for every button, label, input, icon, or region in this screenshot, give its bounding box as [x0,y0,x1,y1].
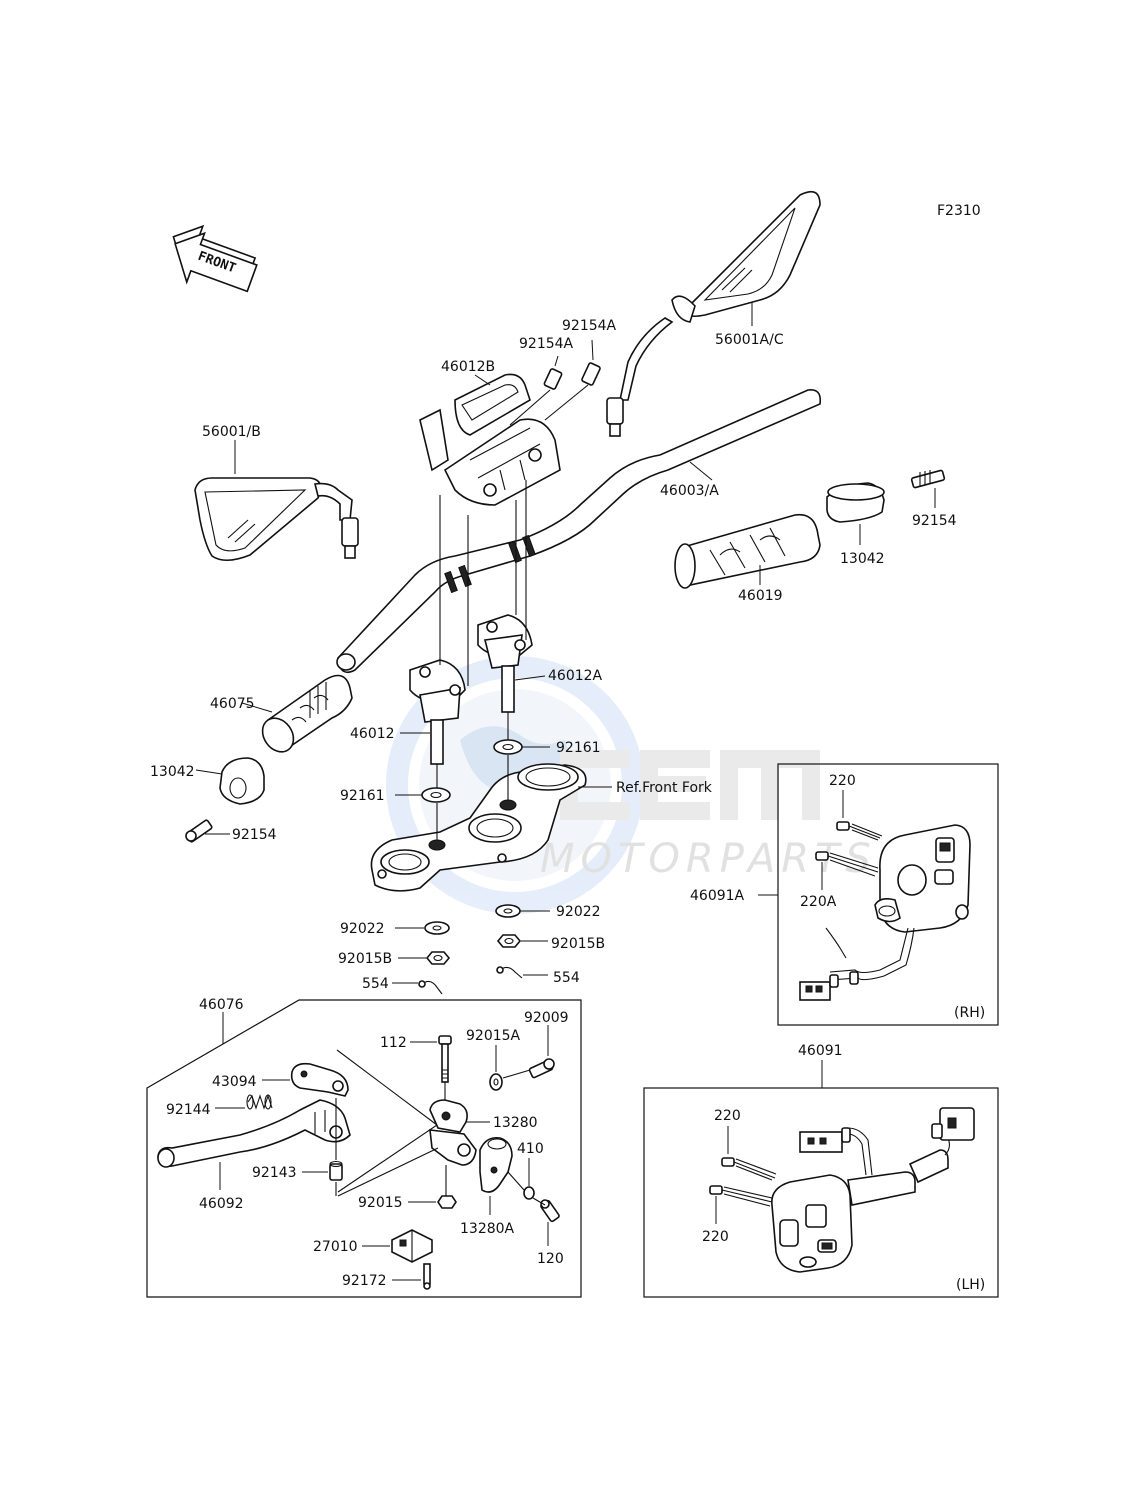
screw-92009 [528,1058,555,1079]
switch-lh-tag: (LH) [956,1277,985,1293]
label-nut-92015: 92015 [358,1195,403,1211]
washer-92022-right [495,904,521,918]
switch-27010 [391,1229,433,1263]
bolt-120 [540,1199,560,1223]
label-lever-46092: 46092 [199,1196,244,1212]
grip-left [261,674,353,753]
label-collar-92143: 92143 [252,1165,297,1181]
label-bolt-112: 112 [380,1035,407,1051]
bolt-left-end [185,819,213,843]
label-screw-92009: 92009 [524,1010,569,1026]
label-washer-b-right: 92022 [556,904,601,920]
washer-92161-left [421,787,451,803]
switch-rh-tag: (RH) [954,1005,985,1021]
label-bolt-a1: 92154A [519,336,574,352]
holder-upper [419,373,561,506]
label-bracket-43094: 43094 [212,1074,257,1090]
upper-triple-clamp [370,763,587,892]
screw-220-rh [836,821,883,841]
label-grip-left: 46075 [210,696,255,712]
label-washer-right: 92161 [556,740,601,756]
holder-lower-right [477,614,533,713]
label-nut-left: 92015B [338,951,392,967]
label-washer-left: 92161 [340,788,385,804]
collar-92143 [329,1160,343,1181]
figure-code: F2310 [937,203,981,219]
bolt-112 [438,1035,452,1083]
label-washer-b-left: 92022 [340,921,385,937]
label-switch-lh-no: 46091 [798,1043,843,1059]
label-holder-upper: 46012B [441,359,495,375]
switch-lh-box [643,1087,999,1298]
lever-assembly-box [146,999,582,1298]
label-bolt-a2: 92154A [562,318,617,334]
label-nut-92015a: 92015A [466,1028,521,1044]
holder-13280 [429,1099,477,1166]
nut-92015b-left [425,951,451,965]
mirror-right [606,190,821,437]
label-pin-left: 554 [362,976,389,992]
nut-92015 [437,1195,457,1209]
mirror-left [194,477,359,562]
label-screw-220-lh-1: 220 [714,1108,741,1124]
label-mirror-left: 56001/B [202,424,261,440]
label-weight-right: 13042 [840,551,885,567]
label-holder-lower-right: 46012A [548,668,603,684]
label-pin-right: 554 [553,970,580,986]
label-bolt-right-end: 92154 [912,513,957,529]
screw-220-lh-2 [709,1185,773,1207]
watermark-globe-icon [386,656,644,914]
holder-13280a [479,1136,513,1193]
label-lever-assy: 46076 [199,997,244,1013]
screw-220a-rh [815,851,879,877]
grip-right [674,513,821,589]
bracket-43094 [290,1062,349,1097]
holder-lower-left [409,659,466,765]
label-bush-410: 410 [517,1141,544,1157]
label-handlebar: 46003/A [660,483,719,499]
label-ref-front-fork: Ref.Front Fork [616,780,713,796]
bolt-92154a-2 [581,362,601,386]
washer-92022-left [424,921,450,935]
label-screw-220-lh-2: 220 [702,1229,729,1245]
label-bolt-120: 120 [537,1251,564,1267]
label-mirror-right: 56001A/C [715,332,784,348]
label-screw-220-rh: 220 [829,773,856,789]
label-holder-lower-left: 46012 [350,726,395,742]
nut-92015a [489,1073,503,1091]
label-nut-right: 92015B [551,936,605,952]
pin-554-left [418,980,443,995]
bolt-92154a-1 [543,368,563,390]
label-holder-13280: 13280 [493,1115,538,1131]
bush-410 [523,1186,535,1200]
label-weight-left: 13042 [150,764,195,780]
switch-lh [771,1107,975,1273]
label-bolt-left-end: 92154 [232,827,277,843]
label-holder-13280a: 13280A [460,1221,515,1237]
spring-92144 [246,1094,273,1110]
label-switch-rh-no: 46091A [690,888,745,904]
weight-left [219,757,265,805]
front-arrow-icon: FRONT [172,224,258,293]
label-spring-92144: 92144 [166,1102,211,1118]
nut-92015b-right [496,934,522,948]
weight-right [826,482,885,523]
washer-92161-right [493,739,523,755]
switch-rh [799,824,971,1001]
label-screw-220a-rh: 220A [800,894,837,910]
bolt-right-end [910,469,946,489]
label-screw-92172: 92172 [342,1273,387,1289]
screw-92172 [423,1263,431,1290]
pin-554-right [496,966,523,979]
label-grip-right: 46019 [738,588,783,604]
label-switch-27010: 27010 [313,1239,358,1255]
screw-220-lh-1 [721,1157,777,1181]
